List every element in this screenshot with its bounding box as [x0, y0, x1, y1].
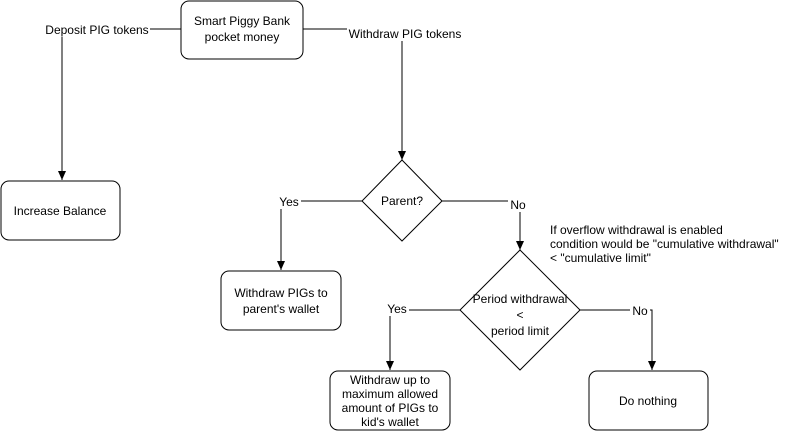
period-decision-node: Period withdrawal < period limit [459, 249, 581, 371]
edge-deposit [58, 28, 181, 180]
edge-label-parent-no: No [510, 198, 526, 212]
withdraw-kid-line-3: amount of PIGs to [342, 401, 439, 415]
period-decision-line-2: < [516, 308, 523, 322]
increase-balance-label: Increase Balance [14, 204, 107, 218]
edge-label-deposit: Deposit PIG tokens [45, 23, 148, 37]
withdraw-parent-line-1: Withdraw PIGs to [234, 286, 328, 300]
withdraw-parent-line-2: parent's wallet [243, 302, 320, 316]
withdraw-kid-line-1: Withdraw up to [350, 373, 430, 387]
overflow-note-line-3: < "cumulative limit" [550, 251, 651, 265]
edge-label-period-no: No [632, 304, 648, 318]
start-node-line-1: Smart Piggy Bank [194, 14, 291, 28]
overflow-note-line-1: If overflow withdrawal is enabled [550, 223, 723, 237]
withdraw-kid-line-2: maximum allowed [342, 387, 438, 401]
increase-balance-node: Increase Balance [0, 180, 121, 241]
edge-parent-yes [277, 200, 362, 270]
edge-label-withdraw: Withdraw PIG tokens [349, 27, 462, 41]
withdraw-kid-node: Withdraw up to maximum allowed amount of… [329, 370, 451, 431]
parent-decision-node: Parent? [361, 159, 443, 242]
start-node-line-2: pocket money [205, 30, 280, 44]
edge-withdraw [303, 28, 406, 160]
withdraw-kid-line-4: kid's wallet [361, 415, 419, 429]
withdraw-parent-node: Withdraw PIGs to parent's wallet [220, 270, 342, 331]
overflow-note: If overflow withdrawal is enabled condit… [550, 223, 779, 265]
edge-label-parent-yes: Yes [279, 195, 299, 209]
parent-decision-label: Parent? [381, 194, 423, 208]
overflow-note-line-2: condition would be "cumulative withdrawa… [550, 237, 779, 251]
period-decision-line-3: period limit [491, 324, 550, 338]
start-node: Smart Piggy Bank pocket money [180, 0, 304, 60]
edge-period-yes [386, 309, 460, 370]
do-nothing-node: Do nothing [588, 370, 709, 431]
edge-period-no [580, 309, 656, 370]
edge-labels: Deposit PIG tokens Withdraw PIG tokens Y… [44, 21, 650, 318]
period-decision-line-1: Period withdrawal [473, 292, 568, 306]
edge-label-period-yes: Yes [387, 302, 407, 316]
do-nothing-label: Do nothing [619, 394, 677, 408]
